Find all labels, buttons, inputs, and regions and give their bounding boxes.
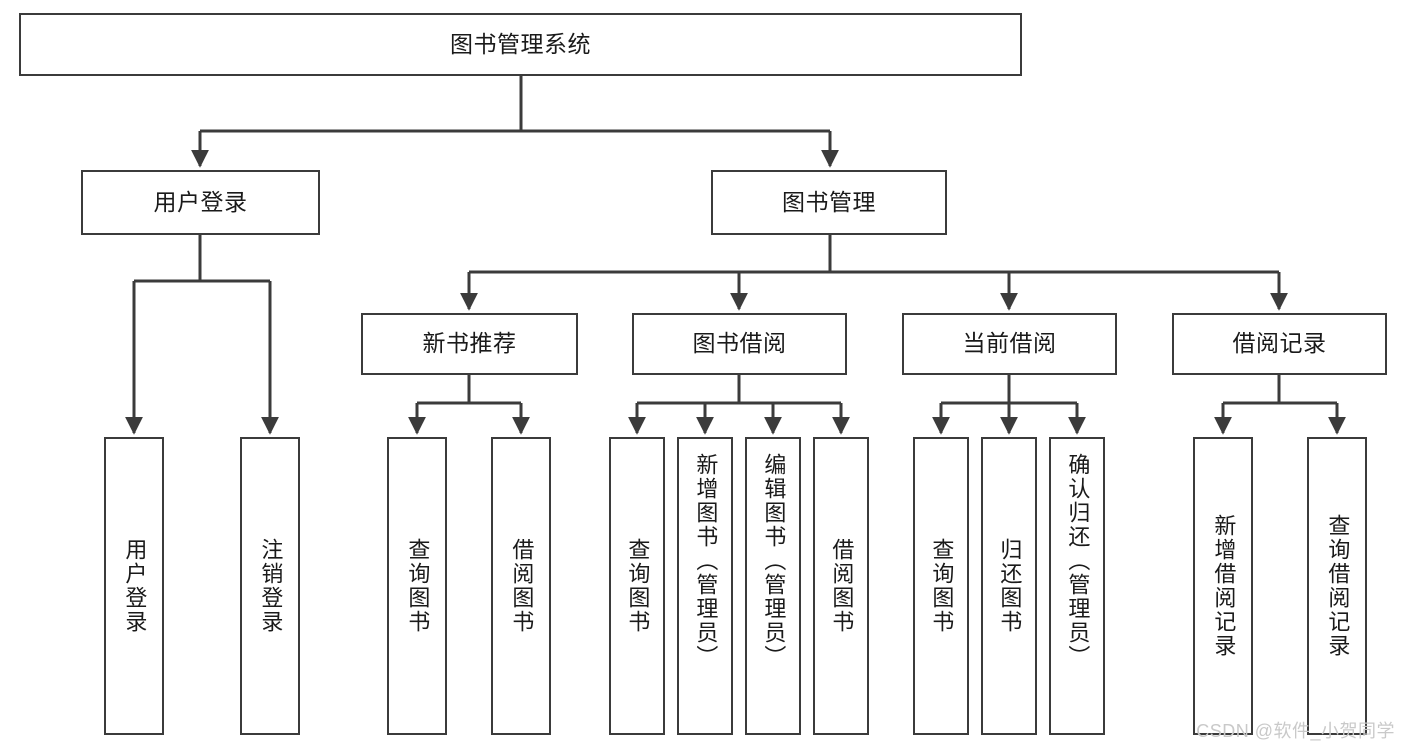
node-user-login-label: 用户登录	[153, 188, 248, 215]
node-book-borrow-label: 图书借阅	[692, 330, 787, 357]
node-leaf-add-borrow-record-label: 新增借阅记录	[1211, 514, 1237, 658]
node-leaf-query-book-newbook-label: 查询图书	[405, 538, 431, 634]
node-leaf-edit-book-admin-label: 编辑图书（管理员）	[761, 453, 787, 669]
node-current-borrow-label: 当前借阅	[962, 330, 1057, 357]
node-leaf-query-book-borrow-label: 查询图书	[625, 538, 651, 634]
csdn-watermark: CSDN @软件_小贺同学	[1196, 721, 1395, 741]
node-borrow-record-label: 借阅记录	[1232, 330, 1327, 357]
node-book-management[interactable]: 图书管理	[711, 170, 947, 235]
node-leaf-borrow-book[interactable]: 借阅图书	[813, 437, 869, 735]
node-leaf-query-book-current[interactable]: 查询图书	[913, 437, 969, 735]
node-leaf-borrow-book-label: 借阅图书	[829, 538, 855, 634]
node-leaf-return-book[interactable]: 归还图书	[981, 437, 1037, 735]
node-user-login[interactable]: 用户登录	[81, 170, 320, 235]
node-leaf-logout[interactable]: 注销登录	[240, 437, 300, 735]
node-leaf-query-book-borrow[interactable]: 查询图书	[609, 437, 665, 735]
node-leaf-add-borrow-record[interactable]: 新增借阅记录	[1193, 437, 1253, 735]
node-current-borrow[interactable]: 当前借阅	[902, 313, 1117, 375]
node-book-borrow[interactable]: 图书借阅	[632, 313, 847, 375]
node-leaf-borrow-book-newbook-label: 借阅图书	[509, 538, 535, 634]
node-root-label: 图书管理系统	[450, 30, 591, 57]
node-new-book-recommend[interactable]: 新书推荐	[361, 313, 578, 375]
node-leaf-confirm-return-admin[interactable]: 确认归还（管理员）	[1049, 437, 1105, 735]
node-leaf-query-book-newbook[interactable]: 查询图书	[387, 437, 447, 735]
node-new-book-recommend-label: 新书推荐	[422, 330, 517, 357]
node-leaf-add-book-admin-label: 新增图书（管理员）	[693, 453, 719, 669]
node-leaf-query-borrow-record-label: 查询借阅记录	[1325, 514, 1351, 658]
node-leaf-logout-label: 注销登录	[258, 538, 284, 634]
node-borrow-record[interactable]: 借阅记录	[1172, 313, 1387, 375]
node-leaf-user-login-label: 用户登录	[122, 538, 148, 634]
node-leaf-edit-book-admin[interactable]: 编辑图书（管理员）	[745, 437, 801, 735]
node-leaf-user-login[interactable]: 用户登录	[104, 437, 164, 735]
node-leaf-return-book-label: 归还图书	[997, 538, 1023, 634]
node-root[interactable]: 图书管理系统	[19, 13, 1022, 76]
node-leaf-add-book-admin[interactable]: 新增图书（管理员）	[677, 437, 733, 735]
node-leaf-query-borrow-record[interactable]: 查询借阅记录	[1307, 437, 1367, 735]
node-leaf-query-book-current-label: 查询图书	[929, 538, 955, 634]
node-leaf-confirm-return-admin-label: 确认归还（管理员）	[1065, 453, 1091, 669]
node-book-management-label: 图书管理	[782, 188, 876, 215]
node-leaf-borrow-book-newbook[interactable]: 借阅图书	[491, 437, 551, 735]
